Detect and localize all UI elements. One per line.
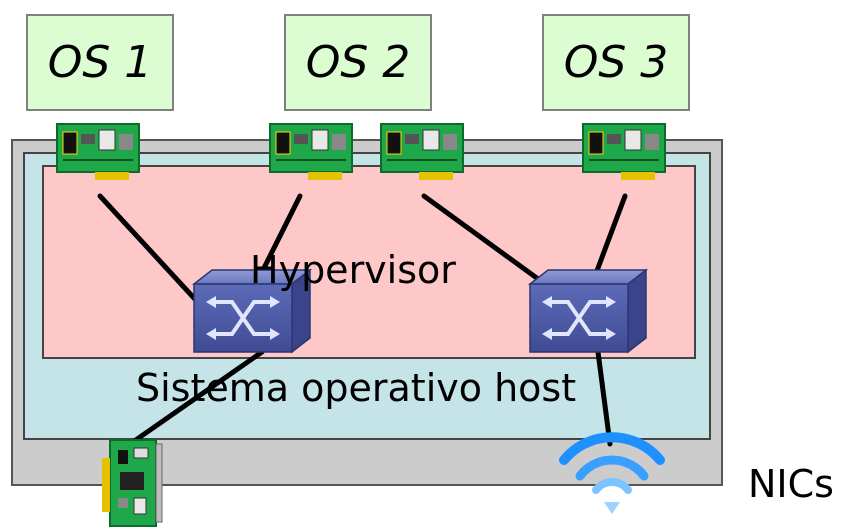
- host-os-label: Sistema operativo host: [136, 366, 577, 410]
- virtual-nic-icon: [380, 123, 464, 180]
- virtual-nic-icon: [269, 123, 353, 180]
- link-vnic2-switch1: [257, 193, 303, 279]
- switch-icon: [191, 268, 313, 354]
- link-switch2-wifi: [595, 349, 613, 447]
- virtual-nic-icon: [582, 123, 666, 180]
- physical-nic-card-icon: [102, 439, 163, 527]
- connection-lines: [97, 193, 628, 447]
- guest-os-1: OS 1: [26, 14, 174, 111]
- link-vnic3-switch2: [421, 193, 548, 287]
- guest-os-1-label: OS 1: [47, 37, 153, 88]
- switch-icon: [527, 268, 649, 354]
- guest-os-2: OS 2: [284, 14, 432, 111]
- link-switch1-nic: [127, 349, 265, 447]
- guest-os-3-label: OS 3: [563, 37, 669, 88]
- guest-os-2-label: OS 2: [305, 37, 411, 88]
- hypervisor-label: Hypervisor: [250, 248, 456, 292]
- wifi-icon: [559, 432, 665, 514]
- guest-os-3: OS 3: [542, 14, 690, 111]
- nics-label: NICs: [748, 462, 834, 506]
- link-vnic1-switch1: [97, 193, 208, 313]
- virtual-nic-icon: [56, 123, 140, 180]
- link-vnic4-switch2: [592, 193, 628, 279]
